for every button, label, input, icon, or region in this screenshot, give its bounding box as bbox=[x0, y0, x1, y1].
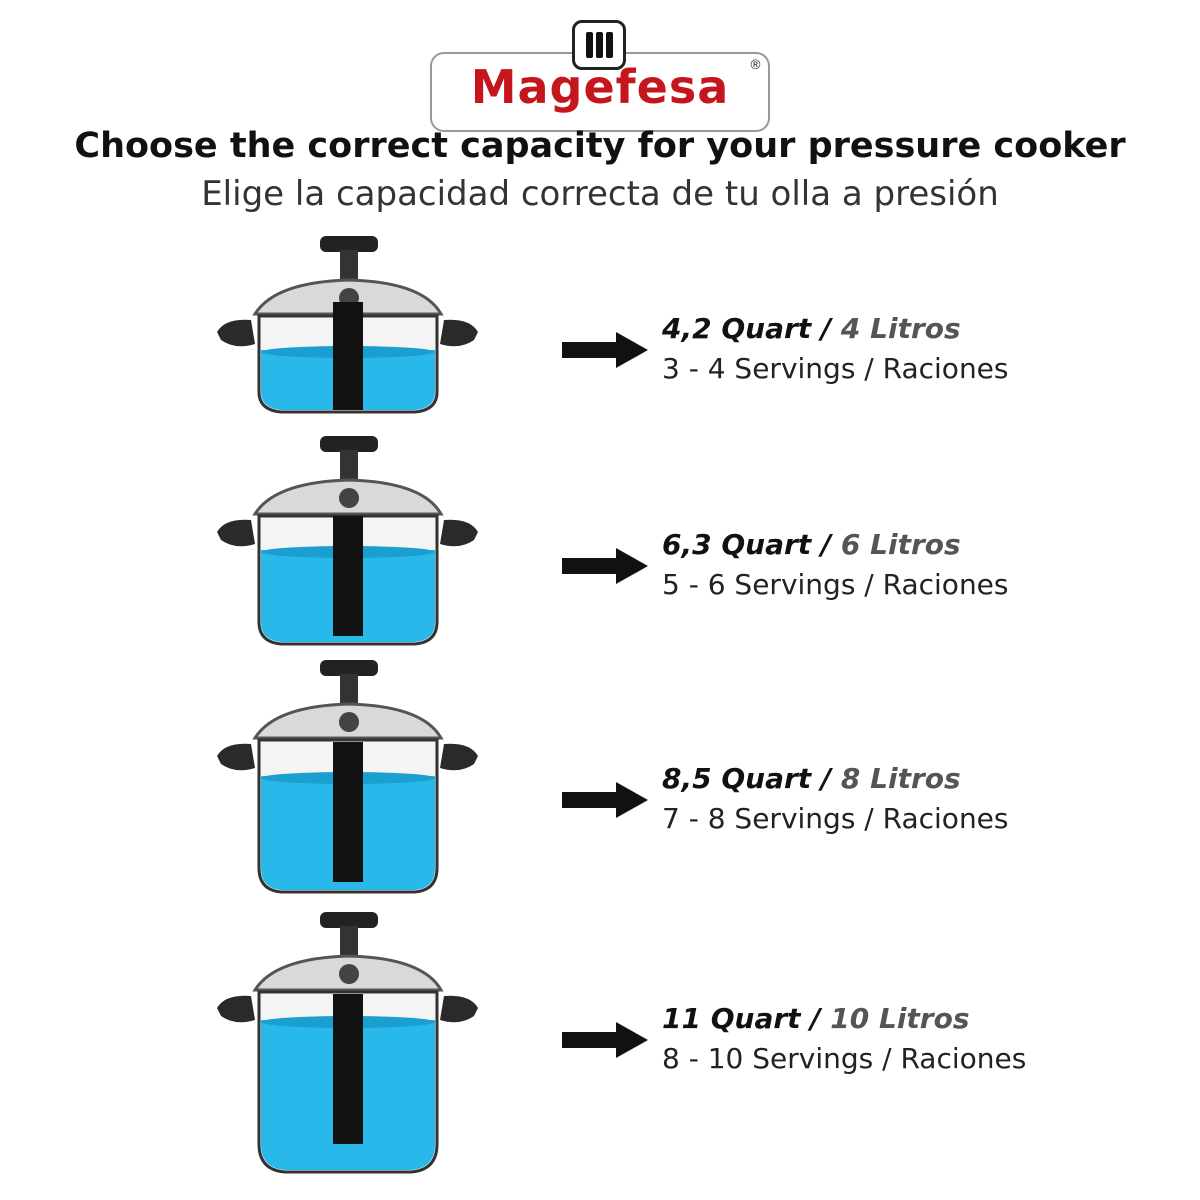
page-subtitle: Elige la capacidad correcta de tu olla a… bbox=[201, 174, 999, 214]
logo-emblem-icon bbox=[572, 20, 626, 70]
page-title: Choose the correct capacity for your pre… bbox=[74, 126, 1126, 166]
arrow-right-icon bbox=[562, 332, 648, 368]
capacity-label: 4,2 Quart / 4 Litros bbox=[662, 312, 961, 345]
pressure-cooker-xlarge-icon bbox=[217, 912, 478, 1174]
capacity-label: 6,3 Quart / 6 Litros bbox=[662, 528, 961, 561]
pressure-cooker-medium-icon bbox=[217, 436, 478, 646]
arrow-right-icon bbox=[562, 782, 648, 818]
pressure-cooker-small-icon bbox=[217, 236, 478, 414]
servings-label: 5 - 6 Servings / Raciones bbox=[662, 568, 1009, 601]
brand-name: Magefesa bbox=[470, 60, 730, 114]
pressure-cooker-large-icon bbox=[217, 660, 478, 894]
size-row-10l: 11 Quart / 10 Litros 8 - 10 Servings / R… bbox=[0, 908, 1200, 1174]
servings-label: 7 - 8 Servings / Raciones bbox=[662, 802, 1009, 835]
size-row-6l: 6,3 Quart / 6 Litros 5 - 6 Servings / Ra… bbox=[0, 432, 1200, 662]
capacity-label: 8,5 Quart / 8 Litros bbox=[662, 762, 961, 795]
arrow-right-icon bbox=[562, 548, 648, 584]
servings-label: 8 - 10 Servings / Raciones bbox=[662, 1042, 1027, 1075]
magefesa-logo: Magefesa ® bbox=[430, 20, 770, 132]
registered-mark: ® bbox=[749, 58, 762, 73]
arrow-right-icon bbox=[562, 1022, 648, 1058]
size-row-8l: 8,5 Quart / 8 Litros 7 - 8 Servings / Ra… bbox=[0, 656, 1200, 894]
servings-label: 3 - 4 Servings / Raciones bbox=[662, 352, 1009, 385]
capacity-label: 11 Quart / 10 Litros bbox=[662, 1002, 970, 1035]
size-row-4l: 4,2 Quart / 4 Litros 3 - 4 Servings / Ra… bbox=[0, 232, 1200, 462]
